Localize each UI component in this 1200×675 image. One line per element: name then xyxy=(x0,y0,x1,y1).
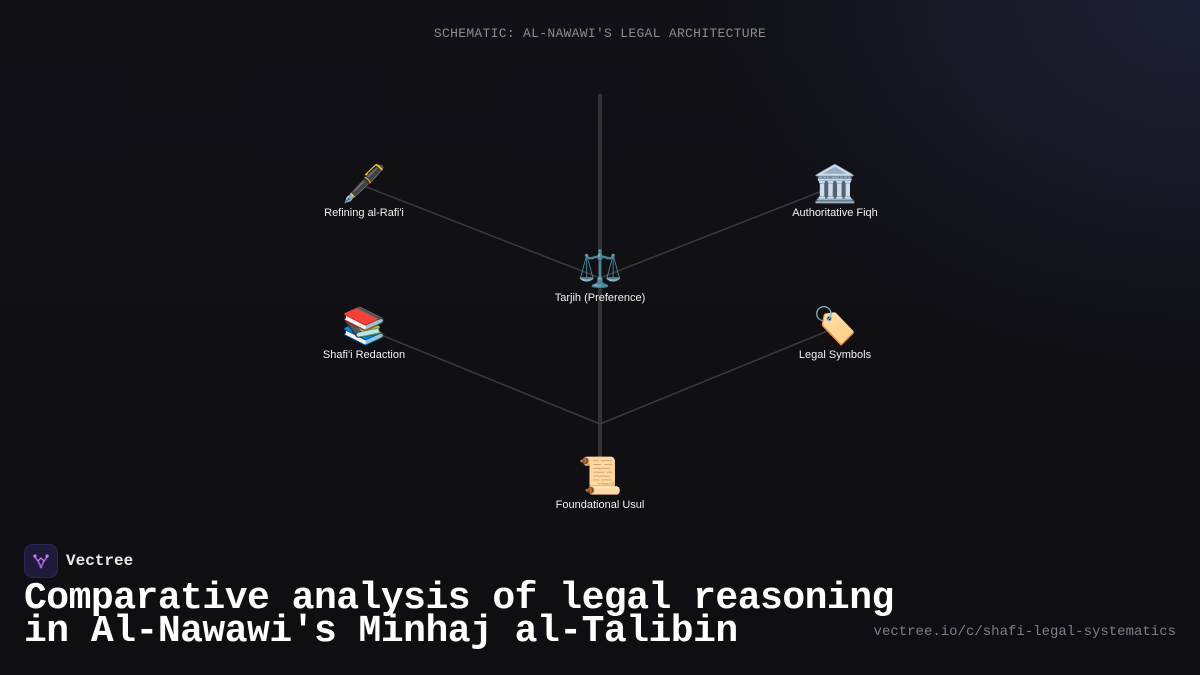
scroll-icon: 📜 xyxy=(577,455,623,496)
node-authoritative-fiqh: 🏛️ Authoritative Fiqh xyxy=(755,162,915,219)
node-label: Tarjih (Preference) xyxy=(554,292,646,304)
books-icon: 📚 xyxy=(341,305,387,346)
node-label: Refining al-Rafi'i xyxy=(324,207,404,219)
edge-tarjih-refining xyxy=(363,185,601,279)
edge-tarjih-authoritative xyxy=(599,185,836,279)
diagram-title: SCHEMATIC: AL-NAWAWI'S LEGAL ARCHITECTUR… xyxy=(433,26,767,41)
classical-building-icon: 🏛️ xyxy=(812,163,858,204)
node-legal-symbols: 🏷️ Legal Symbols xyxy=(755,304,915,361)
brand[interactable]: Vectree xyxy=(24,544,133,578)
edge-usul-shafii xyxy=(363,327,601,425)
node-refining-al-rafii: 🖋️ Refining al-Rafi'i xyxy=(284,162,444,219)
vectree-logo-icon xyxy=(24,544,58,578)
label-tag-icon: 🏷️ xyxy=(812,305,858,346)
edge-usul-symbols xyxy=(599,327,836,425)
node-label: Authoritative Fiqh xyxy=(792,207,878,219)
node-label: Shafi'i Redaction xyxy=(322,349,406,361)
node-tarjih: ⚖️ Tarjih (Preference) xyxy=(520,247,680,304)
node-shafii-redaction: 📚 Shafi'i Redaction xyxy=(284,304,444,361)
fountain-pen-icon: 🖋️ xyxy=(341,163,387,204)
node-foundational-usul: 📜 Foundational Usul xyxy=(520,454,680,511)
node-label: Legal Symbols xyxy=(798,349,872,361)
brand-name: Vectree xyxy=(66,552,134,570)
source-url[interactable]: vectree.io/c/shafi-legal-systematics xyxy=(873,624,1176,640)
page-headline: Comparative analysis of legal reasoning … xyxy=(24,577,894,653)
balance-scale-icon: ⚖️ xyxy=(577,248,623,289)
node-label: Foundational Usul xyxy=(555,499,645,511)
